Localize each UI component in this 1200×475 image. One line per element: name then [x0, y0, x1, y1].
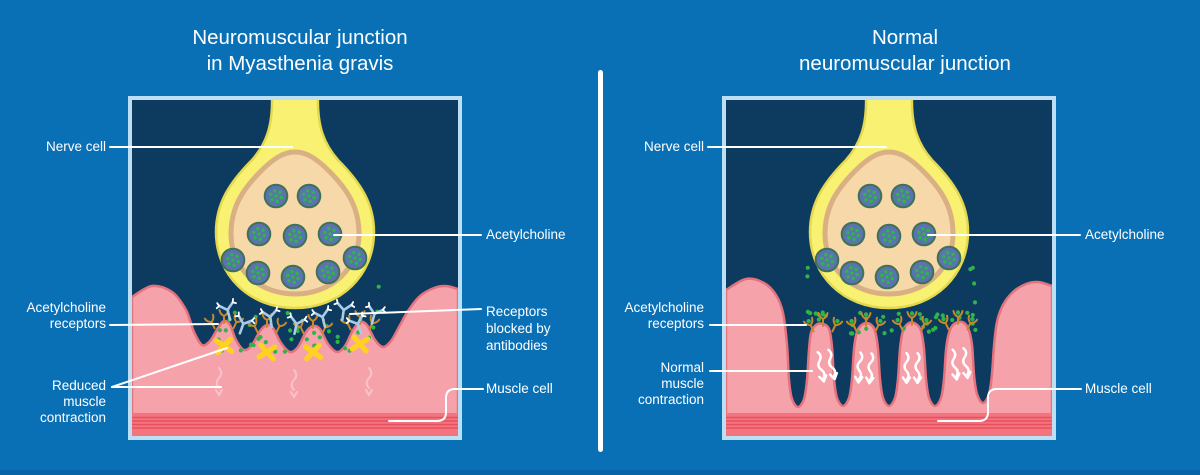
antibody-icon: [310, 305, 333, 328]
antibody-icon: [345, 311, 367, 335]
label-line: contraction: [637, 392, 704, 407]
contraction-squiggle-icon: [854, 351, 875, 385]
title-line: Normal: [871, 26, 939, 49]
title-line: in Myasthenia gravis: [206, 52, 394, 75]
acetylcholine-receptor-icon: [937, 314, 950, 331]
label-normal-contraction: Normal muscle contraction: [598, 360, 704, 408]
label-ach-receptors-right: Acetylcholine receptors: [598, 300, 704, 332]
antibody-icon: [286, 312, 309, 336]
label-nerve-cell-left: Nerve cell: [45, 139, 106, 154]
label-line: muscle: [661, 376, 704, 391]
acetylcholine-receptor-icon: [845, 316, 858, 333]
label-receptors-blocked: Receptors blocked by antibodies: [486, 303, 616, 354]
synaptic-vesicle: [282, 223, 308, 249]
label-muscle-cell-left: Muscle cell: [486, 381, 553, 396]
synaptic-vesicle: [814, 247, 840, 273]
junction-illustration-myasthenia: [132, 100, 458, 436]
junction-panel-myasthenia: [128, 96, 462, 440]
bottom-edge-strip: [0, 470, 1200, 475]
acetylcholine-receptor-icon: [966, 314, 979, 331]
acetylcholine-receptor-icon: [874, 316, 887, 333]
label-line: Normal: [660, 360, 704, 375]
label-line: Reduced: [51, 378, 106, 393]
blocked-x-icon: [302, 342, 324, 362]
acetylcholine-receptor-icon: [307, 314, 319, 329]
synaptic-vesicle: [857, 183, 883, 209]
synaptic-vesicle: [874, 264, 900, 290]
title-line: neuromuscular junction: [799, 52, 1011, 75]
label-line: Acetylcholine: [624, 300, 704, 315]
label-line: blocked by: [486, 321, 551, 336]
muscle-striation-band: [726, 413, 1052, 436]
muscle-striation-band: [132, 413, 458, 436]
synaptic-vesicle: [246, 221, 272, 247]
synaptic-vesicle: [840, 221, 866, 247]
title-line: Neuromuscular junction: [192, 26, 408, 49]
antibody-icon: [333, 298, 356, 322]
contraction-squiggle-icon: [901, 351, 923, 385]
acetylcholine-receptor-icon: [802, 316, 815, 333]
antibody-icon: [234, 311, 256, 335]
junction-illustration-normal: [726, 100, 1052, 436]
synaptic-vesicle: [876, 223, 902, 249]
synaptic-vesicle: [220, 247, 246, 273]
left-panel-title: Neuromuscular junction in Myasthenia gra…: [100, 25, 500, 77]
synaptic-vesicle: [245, 260, 271, 286]
label-line: Acetylcholine: [26, 300, 106, 315]
label-ach-receptors-left: Acetylcholine receptors: [0, 300, 106, 332]
label-acetylcholine-left: Acetylcholine: [486, 227, 566, 242]
acetylcholine-receptor-icon: [275, 317, 288, 334]
synaptic-vesicle: [911, 221, 937, 247]
acetylcholine-receptor-icon: [920, 315, 933, 332]
label-line: Receptors: [486, 304, 548, 319]
antibody-icon: [258, 305, 281, 329]
contraction-squiggle-icon: [951, 347, 972, 381]
acetylcholine-receptor-icon: [952, 310, 964, 325]
junction-panel-normal: [722, 96, 1056, 440]
acetylcholine-receptor-icon: [891, 315, 904, 332]
synaptic-vesicle: [909, 259, 935, 285]
acetylcholine-receptor-icon: [860, 312, 872, 327]
label-line: receptors: [647, 316, 704, 331]
nerve-terminal: [214, 100, 376, 310]
panel-divider: [598, 70, 603, 452]
antibody-icon: [215, 298, 237, 321]
synaptic-vesicle: [317, 221, 343, 247]
acetylcholine-molecules: [216, 284, 381, 354]
label-line: antibodies: [486, 338, 548, 353]
nerve-terminal: [808, 100, 970, 310]
acetylcholine-receptor-icon: [831, 316, 844, 333]
label-nerve-cell-right: Nerve cell: [643, 139, 704, 154]
blocked-x-icon: [256, 342, 278, 362]
synaptic-vesicle: [280, 264, 306, 290]
acetylcholine-receptor-icon: [817, 312, 829, 327]
label-line: contraction: [39, 410, 106, 425]
synaptic-vesicle: [890, 183, 916, 209]
synaptic-vesicle: [296, 183, 322, 209]
synaptic-vesicle: [839, 260, 865, 286]
label-line: muscle: [63, 394, 106, 409]
blocked-x-icon: [349, 334, 371, 354]
right-panel-title: Normal neuromuscular junction: [705, 25, 1105, 77]
acetylcholine-receptor-icon: [906, 311, 918, 326]
synaptic-vesicle: [936, 245, 962, 271]
label-line: receptors: [49, 316, 106, 331]
muscle-cell-shape: [132, 284, 458, 436]
weak-contraction-squiggle: [290, 369, 298, 399]
label-acetylcholine-right: Acetylcholine: [1085, 227, 1165, 242]
synaptic-vesicle: [263, 183, 289, 209]
contraction-squiggle-icon: [816, 348, 839, 383]
label-muscle-cell-right: Muscle cell: [1085, 381, 1152, 396]
synaptic-vesicle: [342, 245, 368, 271]
weak-contraction-squiggle: [365, 367, 373, 397]
acetylcholine-receptor-icon: [246, 317, 259, 334]
label-reduced-contraction: Reduced muscle contraction: [0, 378, 106, 426]
synaptic-vesicle: [315, 259, 341, 285]
